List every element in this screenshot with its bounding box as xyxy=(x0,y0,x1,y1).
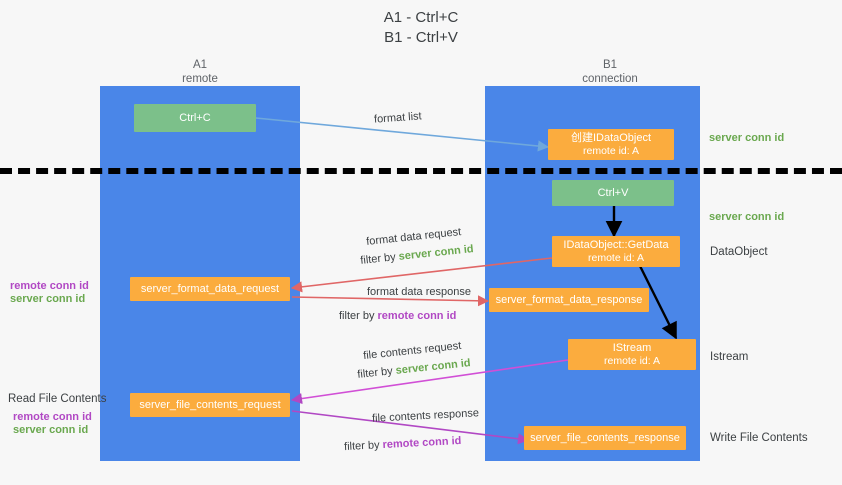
lane-header-b1-name: B1 xyxy=(602,59,618,71)
node-istream[interactable]: IStream remote id: A xyxy=(568,339,696,370)
phase-separator xyxy=(0,168,842,174)
node-server-format-data-request[interactable]: server_format_data_request xyxy=(130,277,290,301)
lane-header-b1-sub: connection xyxy=(582,73,638,85)
node-server-file-contents-request-label: server_file_contents_request xyxy=(139,398,281,411)
left-label-server-conn-id-1: server conn id xyxy=(10,293,86,305)
lane-header-b1: B1 connection xyxy=(545,58,675,86)
node-istream-sub: remote id: A xyxy=(603,354,661,367)
node-getdata[interactable]: IDataObject::GetData remote id: A xyxy=(552,236,680,267)
edge-label-format-data-response: format data response xyxy=(367,286,471,298)
node-server-format-data-request-label: server_format_data_request xyxy=(140,282,280,295)
node-server-file-contents-response[interactable]: server_file_contents_response xyxy=(524,426,686,450)
filter-prefix-4: filter by xyxy=(343,439,383,454)
filter-value-server-conn-id-2: server conn id xyxy=(395,357,472,377)
filter-value-remote-conn-id-2: remote conn id xyxy=(382,434,462,452)
node-getdata-sub: remote id: A xyxy=(587,251,645,264)
node-ctrl-v[interactable]: Ctrl+V xyxy=(552,180,674,206)
edge-label-format-data-response-filter: filter by remote conn id xyxy=(339,306,456,324)
right-label-write-file-contents: Write File Contents xyxy=(710,432,808,444)
node-create-dataobject-sub: remote id: A xyxy=(582,144,640,157)
edge-label-format-list: format list xyxy=(373,110,423,126)
lane-header-a1-sub: remote xyxy=(182,73,218,85)
node-ctrl-c-label: Ctrl+C xyxy=(179,111,211,124)
right-label-dataobject: DataObject xyxy=(710,246,768,258)
node-create-dataobject-label: 创建IDataObject xyxy=(570,131,652,144)
edge-label-file-contents-response: file contents response xyxy=(371,407,480,425)
node-ctrl-c[interactable]: Ctrl+C xyxy=(134,104,256,132)
filter-value-remote-conn-id-1: remote conn id xyxy=(377,310,457,322)
node-istream-label: IStream xyxy=(612,341,652,354)
left-label-remote-conn-id-2: remote conn id xyxy=(13,411,92,423)
node-server-format-data-response-label: server_format_data_response xyxy=(495,293,643,306)
filter-value-server-conn-id-1: server conn id xyxy=(398,243,475,263)
filter-prefix-2: filter by xyxy=(339,310,378,322)
filter-prefix-1: filter by xyxy=(359,250,400,267)
right-label-istream: Istream xyxy=(710,351,749,363)
right-label-server-conn-id-top: server conn id xyxy=(709,132,785,144)
node-create-dataobject[interactable]: 创建IDataObject remote id: A xyxy=(548,129,674,160)
lane-header-a1-name: A1 xyxy=(192,59,208,71)
left-label-remote-conn-id-1: remote conn id xyxy=(10,280,89,292)
node-server-file-contents-request[interactable]: server_file_contents_request xyxy=(130,393,290,417)
left-label-server-conn-id-2: server conn id xyxy=(13,424,89,436)
edge-label-file-contents-response-filter: filter by remote conn id xyxy=(344,431,462,455)
node-server-format-data-response[interactable]: server_format_data_response xyxy=(489,288,649,312)
title-line-1: A1 - Ctrl+C xyxy=(383,9,459,26)
title-line-2: B1 - Ctrl+V xyxy=(384,29,458,46)
left-label-read-file-contents: Read File Contents xyxy=(8,393,107,405)
node-getdata-label: IDataObject::GetData xyxy=(563,238,669,251)
filter-prefix-3: filter by xyxy=(356,364,397,381)
node-server-file-contents-response-label: server_file_contents_response xyxy=(530,431,680,444)
lane-header-a1: A1 remote xyxy=(140,58,260,86)
right-label-server-conn-id-mid: server conn id xyxy=(709,211,785,223)
node-ctrl-v-label: Ctrl+V xyxy=(597,186,629,199)
page-title: A1 - Ctrl+C B1 - Ctrl+V xyxy=(0,8,842,48)
